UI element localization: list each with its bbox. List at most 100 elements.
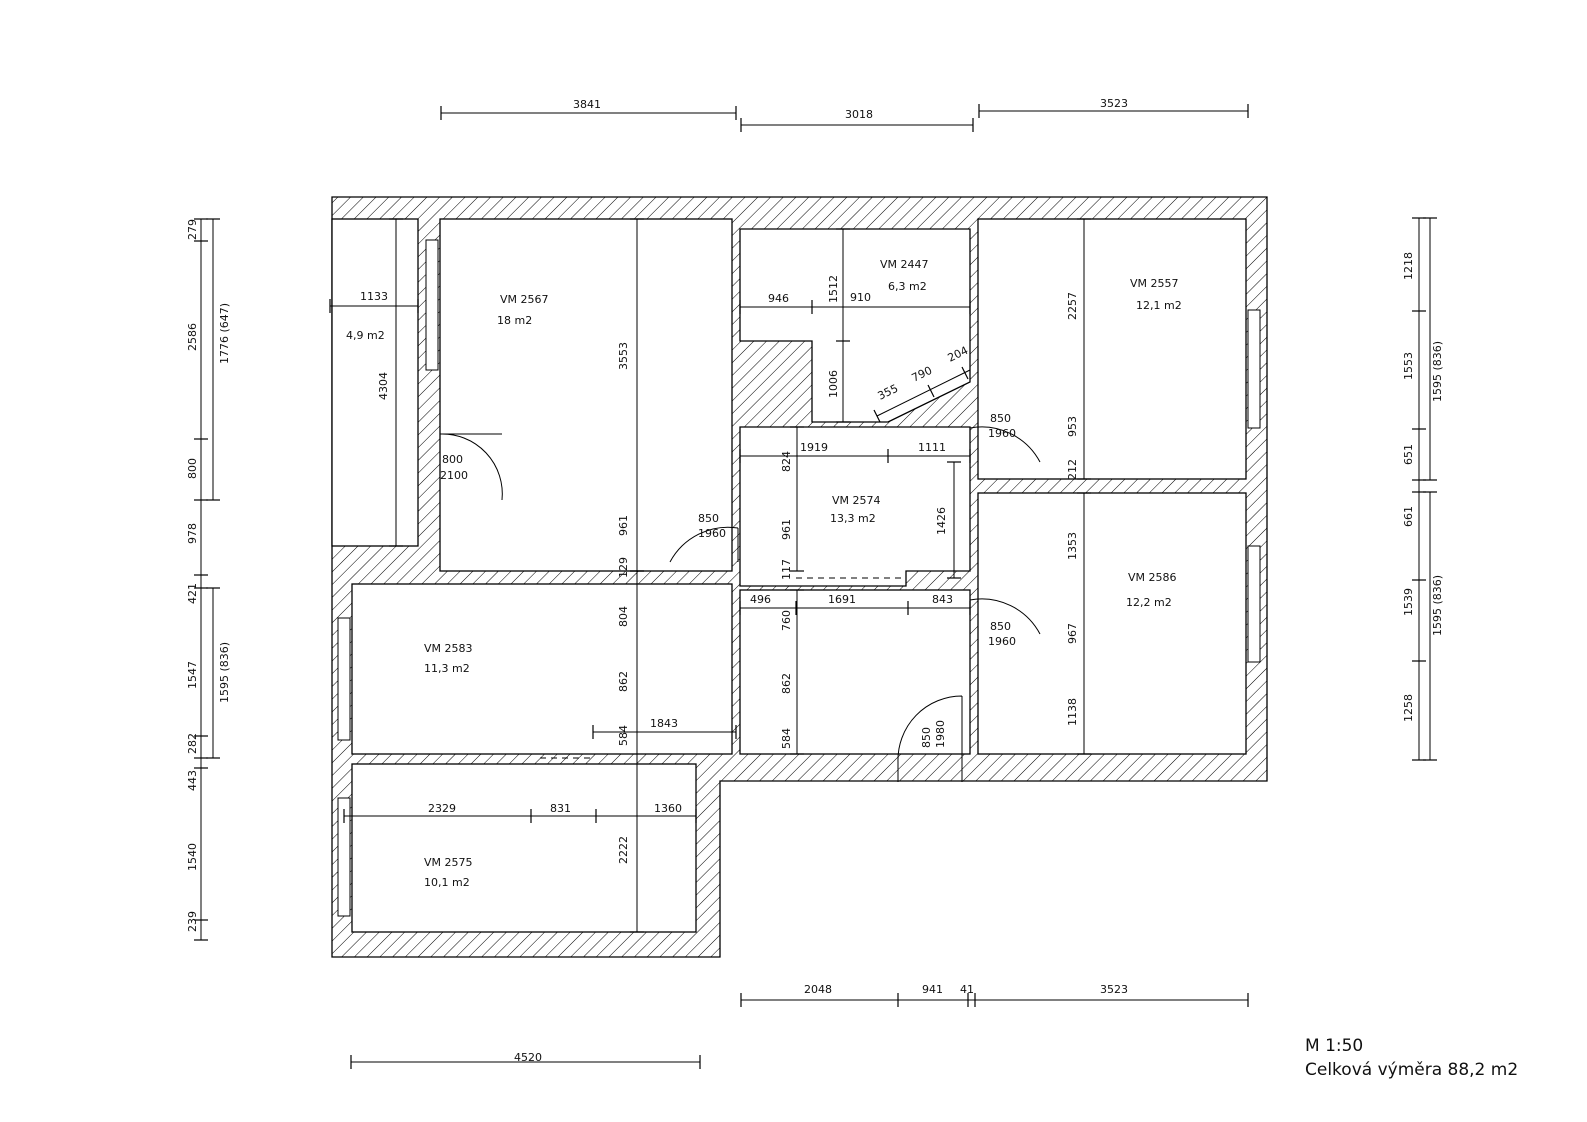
dim-int-1111: 1111 (918, 441, 946, 454)
door-width-1: 800 (442, 453, 463, 466)
total-area-label: Celková výměra 88,2 m2 (1305, 1060, 1518, 1080)
windows (337, 239, 1261, 917)
dim-int-804: 804 (617, 606, 630, 627)
dim-int-4304: 4304 (377, 372, 390, 400)
dim-left-inner-2: 1595 (836) (218, 642, 231, 703)
room-vm2583 (351, 583, 733, 755)
dim-int-1353: 1353 (1066, 532, 1079, 560)
dim-bottom-2: 941 (922, 983, 943, 996)
dim-left-2: 2586 (186, 323, 199, 351)
dim-int-862a: 862 (617, 671, 630, 692)
room-name-vm2447: VM 2447 (880, 258, 929, 271)
dim-int-584a: 584 (617, 725, 630, 746)
door-swing-entry (897, 695, 963, 782)
dim-left-5: 421 (186, 583, 199, 604)
dim-int-1360: 1360 (654, 802, 682, 815)
door-width-2: 850 (698, 512, 719, 525)
dim-right-inner-1: 1595 (836) (1431, 341, 1444, 402)
dim-left-3: 800 (186, 458, 199, 479)
dim-right-5: 1539 (1402, 588, 1415, 616)
room-area-vm2575: 10,1 m2 (424, 876, 470, 889)
dim-int-961b: 961 (780, 519, 793, 540)
legend: M 1:50 Celková výměra 88,2 m2 (1305, 1036, 1518, 1080)
dim-int-862b: 862 (780, 673, 793, 694)
dim-int-1133: 1133 (360, 290, 388, 303)
dim-right-4: 661 (1402, 506, 1415, 527)
dim-int-946: 946 (768, 292, 789, 305)
dim-top-3: 3523 (1100, 97, 1128, 110)
room-area-vm2586: 12,2 m2 (1126, 596, 1172, 609)
door-swing-vm2567 (439, 433, 503, 501)
door-height-1: 2100 (440, 469, 468, 482)
dim-right-3: 651 (1402, 444, 1415, 465)
dim-bottom-1: 2048 (804, 983, 832, 996)
dim-left-1: 279 (186, 219, 199, 240)
dim-int-760: 760 (780, 610, 793, 631)
room-name-vm2586: VM 2586 (1128, 571, 1177, 584)
scale-label: M 1:50 (1305, 1036, 1363, 1056)
dim-int-212: 212 (1066, 459, 1079, 480)
dim-int-824: 824 (780, 451, 793, 472)
dim-int-1919: 1919 (800, 441, 828, 454)
dim-left-inner-1: 1776 (647) (218, 303, 231, 364)
room-area-vm2447: 6,3 m2 (888, 280, 927, 293)
dimension-line-107 (961, 366, 969, 380)
room-vm2557 (977, 218, 1247, 480)
dim-int-3553: 3553 (617, 342, 630, 370)
dim-int-831: 831 (550, 802, 571, 815)
dim-int-1512: 1512 (827, 275, 840, 303)
door-height-4: 1960 (988, 635, 1016, 648)
dim-int-961a: 961 (617, 515, 630, 536)
dim-int-843: 843 (932, 593, 953, 606)
dim-int-967: 967 (1066, 623, 1079, 644)
room-name-vm2583: VM 2583 (424, 642, 473, 655)
room-labels: 4,9 m2 VM 2567 18 m2 VM 2447 6,3 m2 VM 2… (346, 258, 1182, 889)
room-outlines (331, 218, 1247, 933)
dim-int-2222: 2222 (617, 836, 630, 864)
room-vm2567 (439, 218, 733, 572)
dim-left-7: 282 (186, 733, 199, 754)
window-vm2586 (1247, 545, 1261, 663)
dim-bottom-3: 41 (960, 983, 974, 996)
door-labels: 800 2100 850 1960 850 1960 850 1960 850 … (440, 412, 1016, 748)
window-vm2575 (337, 797, 351, 917)
room-area-vm2574: 13,3 m2 (830, 512, 876, 525)
room-loggia (331, 218, 419, 547)
door-width-4: 850 (990, 620, 1011, 633)
dim-int-129: 129 (617, 557, 630, 578)
dim-left-4: 978 (186, 523, 199, 544)
dims-right: 1218 1553 651 661 1539 1258 1595 (836) 1… (1402, 252, 1444, 722)
dim-left-8: 443 (186, 770, 199, 791)
dimension-line-106 (927, 384, 935, 398)
room-name-vm2574: VM 2574 (832, 494, 881, 507)
dims-internal: 1133 4304 3553 961 129 804 862 584 1843 … (360, 275, 1079, 864)
dim-int-584b: 584 (780, 728, 793, 749)
room-area-vm2567: 18 m2 (497, 314, 532, 327)
door-swing-vm2574 (669, 526, 739, 563)
dim-top-2: 3018 (845, 108, 873, 121)
dim-int-117: 117 (780, 559, 793, 580)
dim-bottom-left: 4520 (514, 1051, 542, 1064)
dim-int-910: 910 (850, 291, 871, 304)
window-loggia (425, 239, 439, 371)
dim-int-2257: 2257 (1066, 292, 1079, 320)
room-vm2586 (977, 492, 1247, 755)
dim-top-1: 3841 (573, 98, 601, 111)
door-height-5: 1980 (934, 720, 947, 748)
dimension-lines (194, 104, 1437, 1069)
dim-right-2: 1553 (1402, 352, 1415, 380)
dim-int-1426: 1426 (935, 507, 948, 535)
dim-int-496: 496 (750, 593, 771, 606)
dim-int-2329: 2329 (428, 802, 456, 815)
dim-int-1138: 1138 (1066, 698, 1079, 726)
dim-left-10: 239 (186, 911, 199, 932)
room-area-vm2557: 12,1 m2 (1136, 299, 1182, 312)
dim-left-9: 1540 (186, 843, 199, 871)
dimension-line-104 (876, 369, 971, 417)
room-name-vm2557: VM 2557 (1130, 277, 1179, 290)
room-hall (739, 589, 971, 755)
door-height-3: 1960 (988, 427, 1016, 440)
dim-left-6: 1547 (186, 661, 199, 689)
window-vm2557 (1247, 309, 1261, 429)
